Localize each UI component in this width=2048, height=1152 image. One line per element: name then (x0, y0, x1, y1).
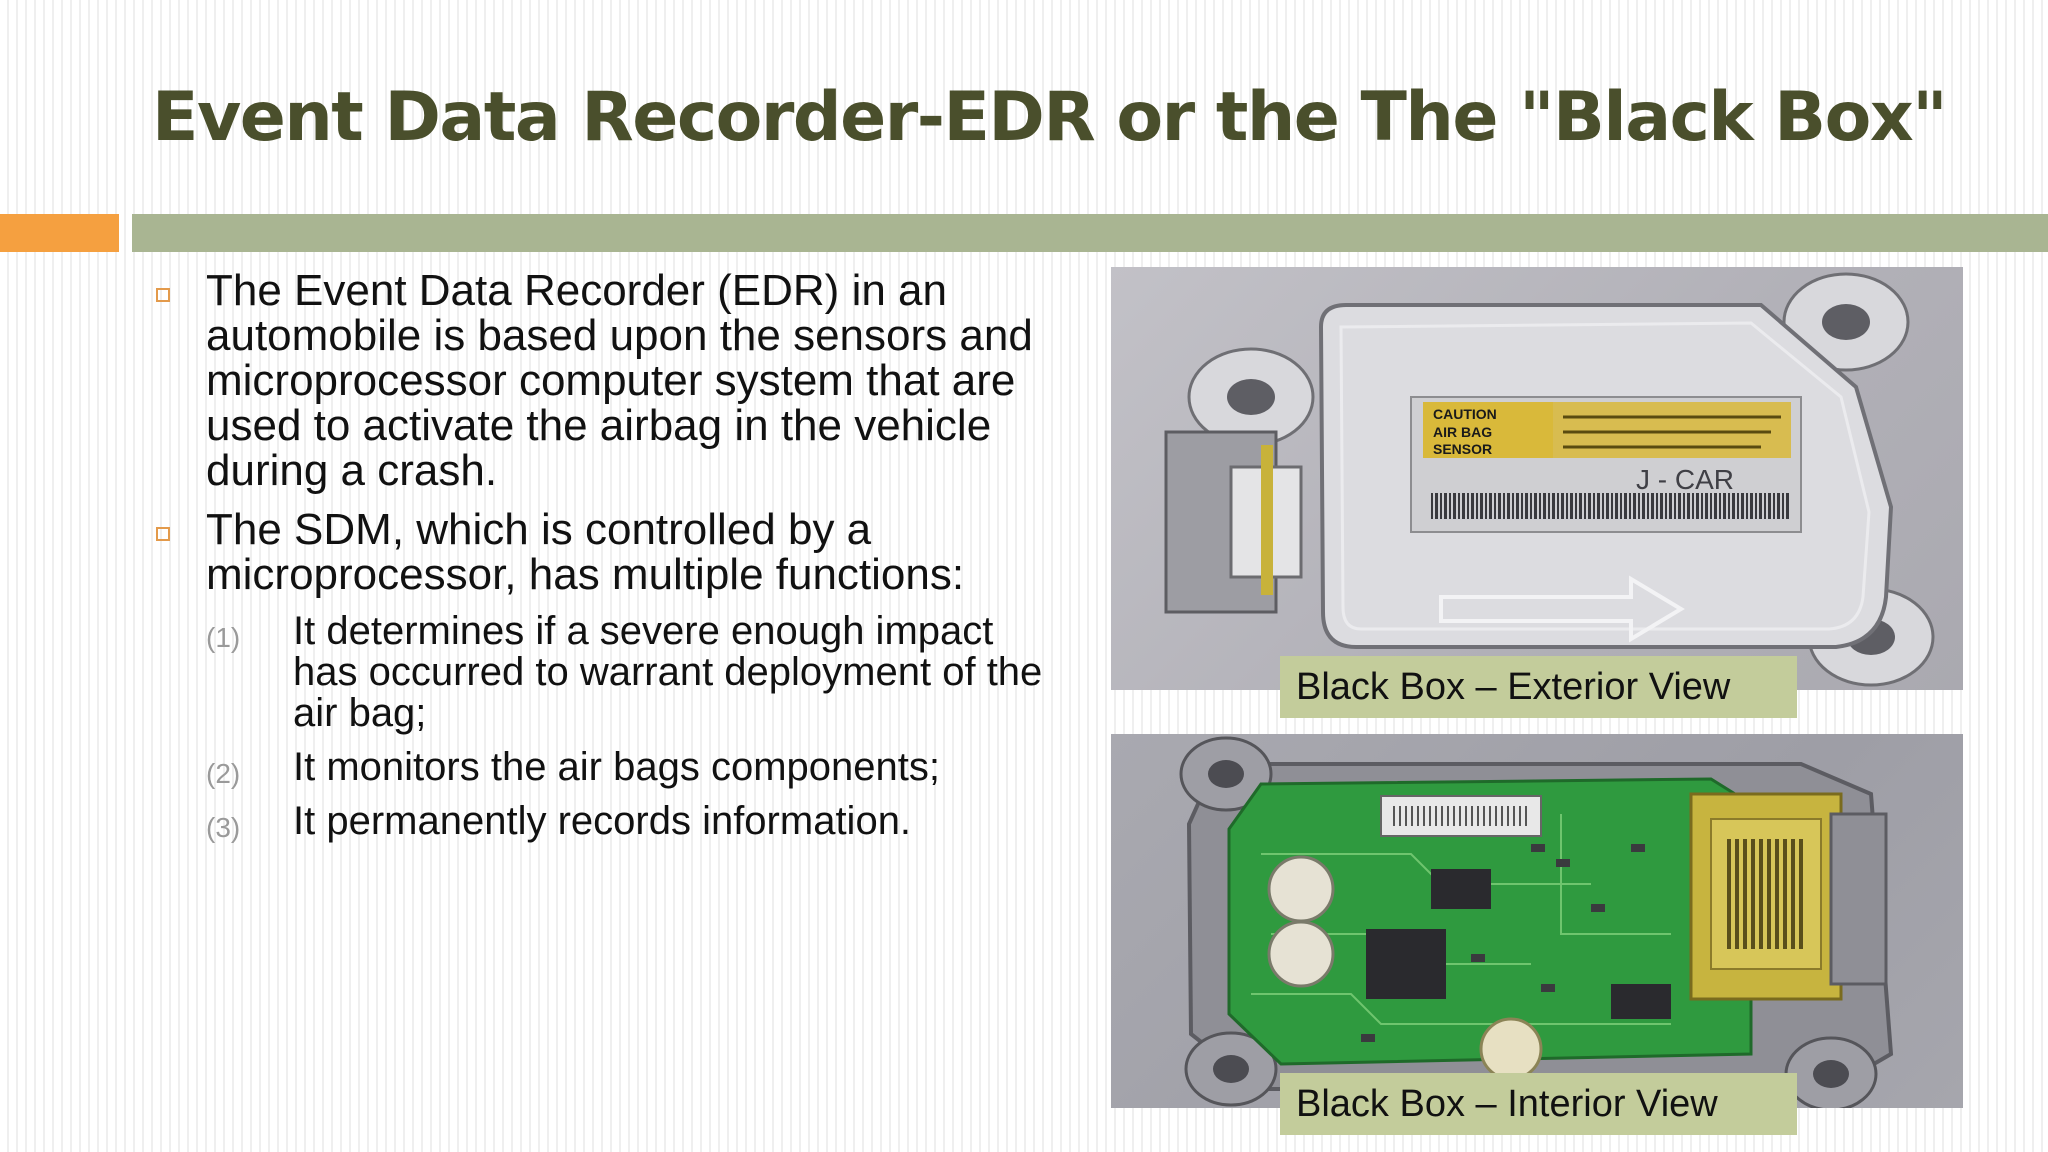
yellow-connector (1689, 792, 1888, 1001)
barcode (1429, 493, 1789, 519)
caution-label: CAUTION AIR BAG SENSOR J - CAR (1410, 396, 1802, 533)
connector (1164, 430, 1303, 614)
function-item: (3) It permanently records information. (150, 799, 1050, 844)
svg-text:CAUTION: CAUTION (1433, 406, 1497, 422)
svg-text:SENSOR: SENSOR (1433, 441, 1492, 457)
black-box-exterior-illustration: CAUTION AIR BAG SENSOR J - CAR (1164, 272, 1935, 687)
function-number: (3) (206, 812, 241, 843)
exterior-caption: Black Box – Exterior View (1280, 656, 1797, 718)
orange-accent-bar (0, 214, 119, 252)
bullet-text: The SDM, which is controlled by a microp… (206, 505, 965, 599)
square-bullet-icon (156, 288, 170, 302)
square-bullet-icon (156, 527, 170, 541)
embossed-arrow (1439, 575, 1685, 643)
function-number: (2) (206, 758, 241, 789)
function-text: It determines if a severe enough impact … (293, 609, 1043, 735)
bullet-edr: The Event Data Recorder (EDR) in an auto… (150, 268, 1050, 493)
slide-title: Event Data Recorder-EDR or the The "Blac… (152, 78, 1948, 157)
bullet-text: The Event Data Recorder (EDR) in an auto… (206, 266, 1033, 495)
interior-photo (1111, 734, 1963, 1108)
exterior-photo: CAUTION AIR BAG SENSOR J - CAR (1111, 267, 1963, 690)
black-box-interior-illustration (1179, 736, 1894, 1108)
interior-caption: Black Box – Interior View (1280, 1073, 1797, 1135)
function-item: (2) It monitors the air bags components; (150, 745, 1050, 790)
svg-text:AIR BAG: AIR BAG (1433, 424, 1492, 440)
function-text: It monitors the air bags components; (293, 745, 940, 789)
function-text: It permanently records information. (293, 799, 912, 843)
sdm-functions-list: (1) It determines if a severe enough imp… (150, 611, 1050, 844)
capacitors (1267, 855, 1543, 1081)
svg-text:J - CAR: J - CAR (1636, 464, 1734, 495)
small-components (1361, 844, 1645, 1042)
slide-body: The Event Data Recorder (EDR) in an auto… (150, 268, 1050, 855)
function-item: (1) It determines if a severe enough imp… (150, 611, 1050, 734)
function-number: (1) (206, 622, 241, 653)
green-accent-bar (132, 214, 2048, 252)
bullet-sdm: The SDM, which is controlled by a microp… (150, 507, 1050, 597)
